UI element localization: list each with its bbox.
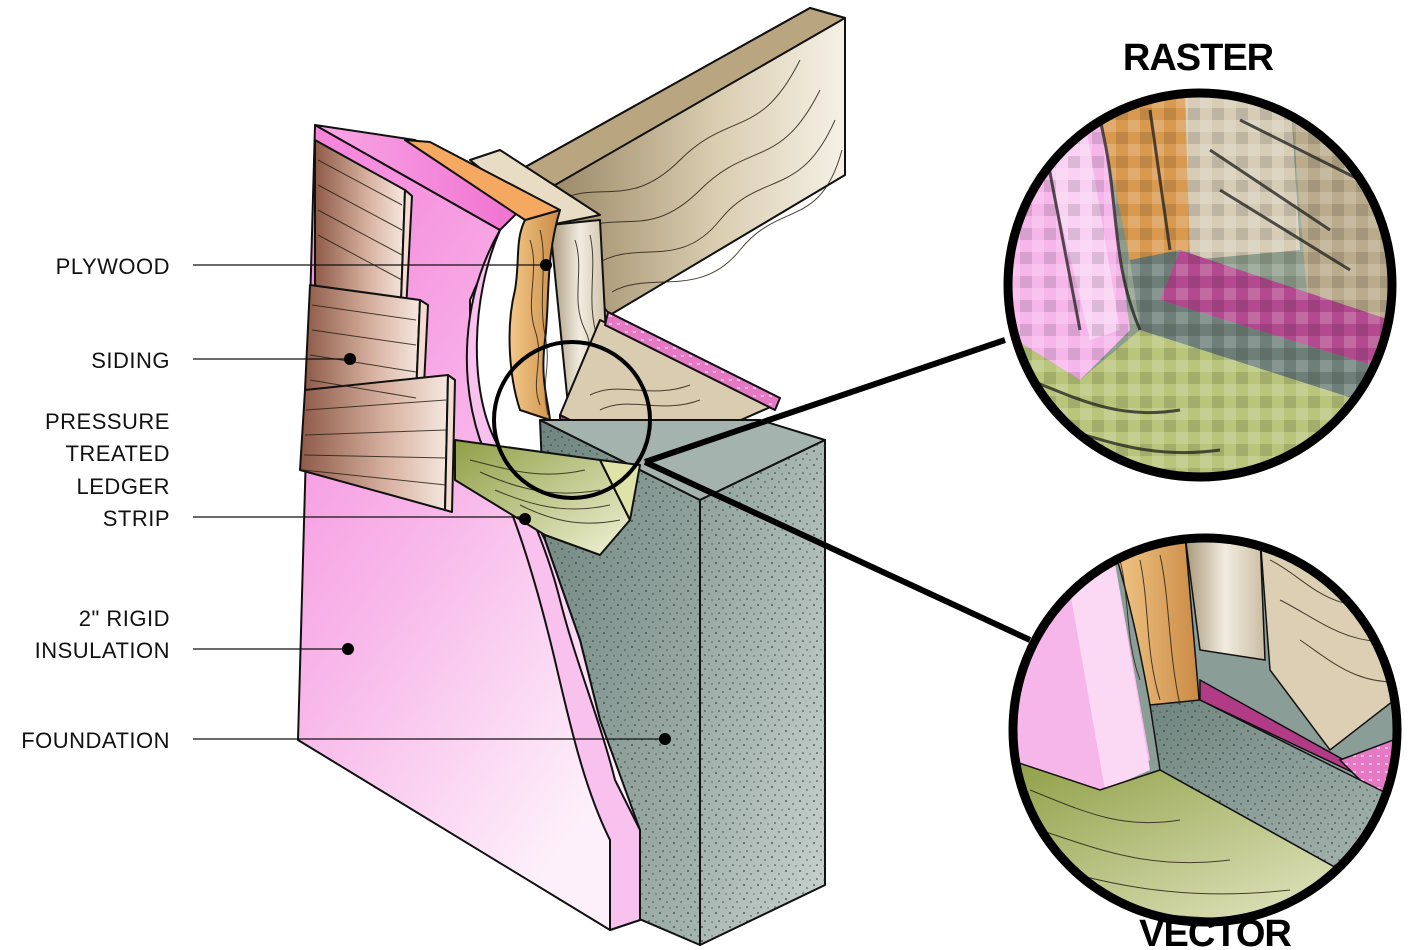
connector-vector: [643, 459, 1032, 643]
foundation-wall: [539, 419, 826, 946]
zoom-circle: [492, 340, 652, 500]
label-ledger-2: TREATED: [65, 441, 170, 466]
section-drawing: [297, 7, 1032, 946]
label-siding: SIDING: [91, 348, 170, 373]
vector-heading: VECTOR: [1139, 913, 1291, 950]
label-insulation-2: INSULATION: [35, 638, 170, 663]
raster-inset: [1003, 88, 1397, 482]
callout-siding: SIDING: [91, 348, 356, 373]
label-ledger-3: LEDGER: [77, 474, 170, 499]
callout-ledger-strip: PRESSURE TREATED LEDGER STRIP: [45, 409, 531, 531]
siding-boards: [299, 139, 456, 513]
label-plywood: PLYWOOD: [56, 254, 170, 279]
connector-raster: [644, 337, 1006, 465]
label-foundation: FOUNDATION: [21, 728, 170, 753]
callout-insulation: 2" RIGID INSULATION: [35, 606, 354, 663]
callout-foundation: FOUNDATION: [21, 728, 671, 753]
label-insulation-1: 2" RIGID: [79, 606, 170, 631]
label-ledger-1: PRESSURE: [45, 409, 170, 434]
callout-plywood: PLYWOOD: [56, 254, 552, 279]
vector-inset: [1008, 533, 1402, 927]
label-ledger-4: STRIP: [103, 506, 170, 531]
raster-heading: RASTER: [1123, 37, 1274, 79]
